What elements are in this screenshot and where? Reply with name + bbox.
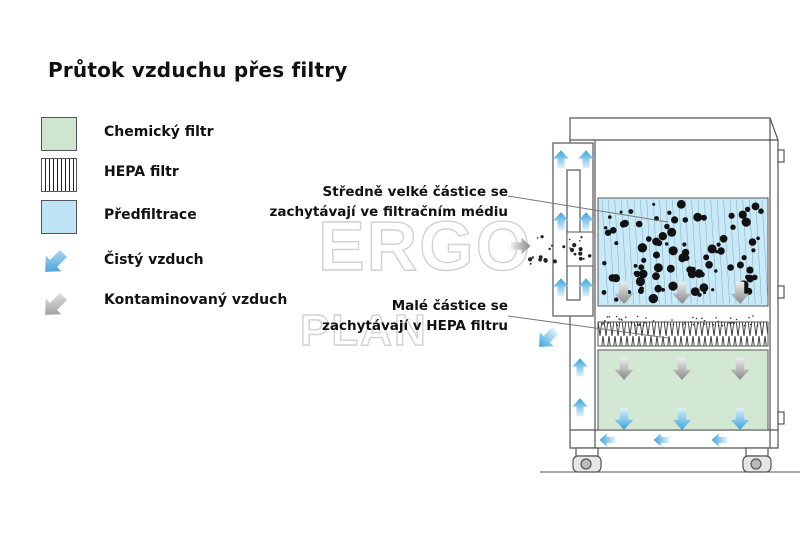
clean-air-arrow-icon <box>539 327 559 347</box>
contaminated-air-arrow-icon <box>672 357 692 380</box>
clean-air-arrow-icon <box>730 407 750 430</box>
watermark-plan: PLAN <box>299 305 428 355</box>
clean-air-arrow-icon <box>711 433 728 447</box>
prefilter-swatch <box>41 200 77 234</box>
clean-air-arrow-icon <box>653 433 670 447</box>
hepa-trapped-particles <box>601 315 761 327</box>
leader-line-small <box>507 315 669 339</box>
contaminated-air-arrow-icon <box>614 281 634 304</box>
callout-small-line2: zachytávají v HEPA filtru <box>322 318 508 334</box>
chemical-filter-swatch <box>41 117 77 151</box>
contaminated-air-arrow-icon <box>511 237 531 255</box>
wheel-right <box>742 447 772 473</box>
clean-air-arrow-icon <box>553 212 569 231</box>
legend-label-contaminated-air: Kontaminovaný vzduch <box>104 292 288 308</box>
clean-air-arrow-icon <box>553 278 569 297</box>
clean-air-arrow-icon <box>572 358 588 377</box>
contaminated-air-arrow-icon <box>672 281 692 304</box>
clean-air-arrow-icon <box>553 150 569 169</box>
clean-air-arrow-icon <box>672 407 692 430</box>
diagram-title: Průtok vzduchu přes filtry <box>48 58 348 82</box>
watermark-ergo: ERGO <box>317 206 533 285</box>
clean-air-arrow-icon <box>572 398 588 417</box>
callout-medium-line2: zachytávají ve filtračním médiu <box>269 204 508 220</box>
legend-label-prefilter: Předfiltrace <box>104 207 197 223</box>
legend-label-clean-air: Čistý vzduch <box>104 252 204 268</box>
legend-label-chemical: Chemický filtr <box>104 124 214 140</box>
contaminated-air-arrow-icon <box>730 357 750 380</box>
clean-air-arrow-icon <box>599 433 616 447</box>
contaminated-air-arrow-icon <box>614 357 634 380</box>
callout-small-particles: Malé částice se zachytávají v HEPA filtr… <box>322 296 508 336</box>
leader-line-medium <box>507 195 669 223</box>
clean-air-arrow-icon <box>578 212 594 231</box>
hepa-filter-swatch <box>41 158 77 192</box>
callout-medium-line1: Středně velké částice se <box>322 184 508 200</box>
clean-air-arrow-icon <box>578 150 594 169</box>
callout-medium-particles: Středně velké částice se zachytávají ve … <box>270 182 508 222</box>
legend-label-hepa: HEPA filtr <box>104 164 179 180</box>
airflow-arrows <box>511 150 750 447</box>
callout-small-line1: Malé částice se <box>391 298 508 314</box>
contaminated-air-arrow-icon <box>730 281 750 304</box>
incoming-particles <box>528 235 592 265</box>
clean-air-arrow-icon <box>614 407 634 430</box>
wheel-left <box>572 447 602 473</box>
hepa-filter-layer <box>597 321 769 347</box>
clean-air-arrow-icon <box>578 278 594 297</box>
